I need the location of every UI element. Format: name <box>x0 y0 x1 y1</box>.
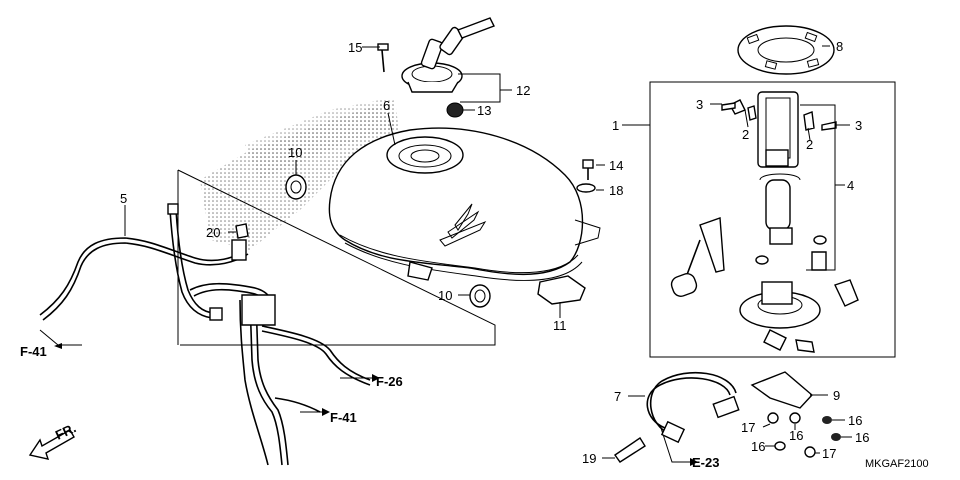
callout-3-right: 3 <box>855 118 862 133</box>
ref-f26: F-26 <box>340 374 403 389</box>
callout-10-upper: 10 <box>288 145 302 160</box>
fuel-tank-hoses <box>39 203 371 466</box>
callout-16-b: 16 <box>789 428 803 443</box>
callout-4: 4 <box>847 178 854 193</box>
callout-17-b: 17 <box>822 446 836 461</box>
callout-20: 20 <box>206 225 220 240</box>
fuel-pump-group-frame <box>649 81 896 358</box>
callout-18: 18 <box>609 183 623 198</box>
callout-7: 7 <box>614 389 621 404</box>
honda-wing-logo <box>439 203 487 247</box>
fuel-feed-hose-7 <box>646 371 740 444</box>
fuel-cap-assembly <box>377 17 495 93</box>
callout-19: 19 <box>582 451 596 466</box>
ref-e23: E-23 <box>659 424 719 470</box>
callout-5: 5 <box>120 191 127 206</box>
clip-20 <box>235 223 249 239</box>
bolt-14 <box>582 159 594 180</box>
fuel-pump-internals <box>721 91 837 271</box>
callout-3-left: 3 <box>696 97 703 112</box>
damper-10-upper <box>285 174 307 200</box>
mount-rubber-11 <box>537 275 586 305</box>
ref-f41-left: F-41 <box>20 329 82 359</box>
fuel-level-sensor <box>670 217 725 297</box>
small-fasteners <box>767 412 841 458</box>
callout-16-d: 16 <box>751 439 765 454</box>
callout-16-c: 16 <box>855 430 869 445</box>
washer-18 <box>576 183 596 193</box>
callout-17-a: 17 <box>741 420 755 435</box>
callout-2-right: 2 <box>806 137 813 152</box>
direction-label: FR. <box>53 420 78 442</box>
ref-label-f41-bottom: F-41 <box>330 410 357 425</box>
callout-12: 12 <box>516 83 530 98</box>
ref-f41-bottom: F-41 <box>300 408 357 425</box>
callout-1: 1 <box>612 118 619 133</box>
callout-13: 13 <box>477 103 491 118</box>
callout-11: 11 <box>553 318 567 333</box>
callout-15: 15 <box>348 40 362 55</box>
projection-shading <box>200 98 400 250</box>
ref-label-f41-left: F-41 <box>20 344 47 359</box>
ref-label-e23: E-23 <box>692 455 719 470</box>
callout-9: 9 <box>833 388 840 403</box>
clip-19 <box>614 437 646 463</box>
callout-2-left: 2 <box>742 127 749 142</box>
diagram-code: MKGAF2100 <box>865 458 929 470</box>
filter-cap <box>834 279 859 307</box>
callout-8: 8 <box>836 39 843 54</box>
front-direction-arrow: FR. <box>28 420 78 460</box>
callout-10-lower: 10 <box>438 288 452 303</box>
fuel-pump-flange <box>739 281 821 353</box>
grommet-13 <box>446 102 464 118</box>
callout-14: 14 <box>609 158 623 173</box>
leader-lines <box>124 45 852 459</box>
callout-16-a: 16 <box>848 413 862 428</box>
fuel-tank <box>328 127 601 281</box>
fuel-pump-setting-plate-8 <box>737 25 835 75</box>
damper-10-lower <box>469 284 491 308</box>
ref-label-f26: F-26 <box>376 374 403 389</box>
bracket-9 <box>750 371 814 409</box>
callout-6: 6 <box>383 98 390 113</box>
callout-numbers: 1 2 2 3 3 4 5 6 7 8 9 10 10 11 12 13 14 … <box>120 39 869 466</box>
